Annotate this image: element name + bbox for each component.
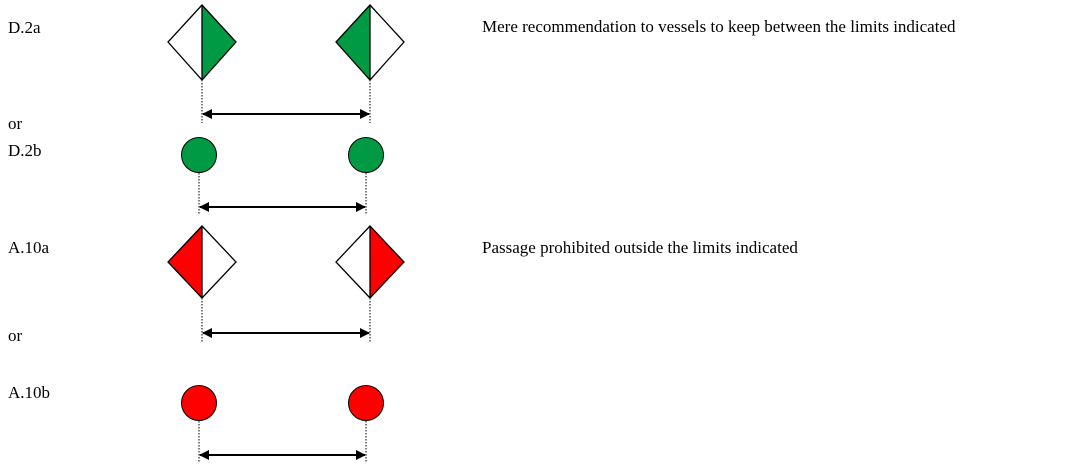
d2a-right-diamond-fill <box>336 5 370 80</box>
d2a-left-diamond-fill <box>202 5 236 80</box>
or-label-1: or <box>8 114 23 133</box>
d2a-left-diamond-sign <box>167 4 237 81</box>
a10a-left-diamond-fill <box>168 226 202 298</box>
a10b-left-circle-sign <box>181 385 217 421</box>
d2b-right-circle-sign <box>348 137 384 173</box>
or-label-2: or <box>8 326 23 345</box>
code-d2a: D.2a <box>8 18 41 37</box>
a10b-right-circle-sign <box>348 385 384 421</box>
a10a-right-diamond-sign <box>335 225 405 299</box>
d2a-right-diamond-sign <box>335 4 405 81</box>
d2b-left-circle-sign <box>181 137 217 173</box>
description-a10: Passage prohibited outside the limits in… <box>482 238 798 257</box>
a10a-right-diamond-fill <box>370 226 404 298</box>
a10a-left-diamond-sign <box>167 225 237 299</box>
description-d2: Mere recommendation to vessels to keep b… <box>482 17 956 36</box>
code-a10b: A.10b <box>8 383 51 402</box>
code-d2b: D.2b <box>8 141 42 160</box>
code-a10a: A.10a <box>8 238 50 257</box>
